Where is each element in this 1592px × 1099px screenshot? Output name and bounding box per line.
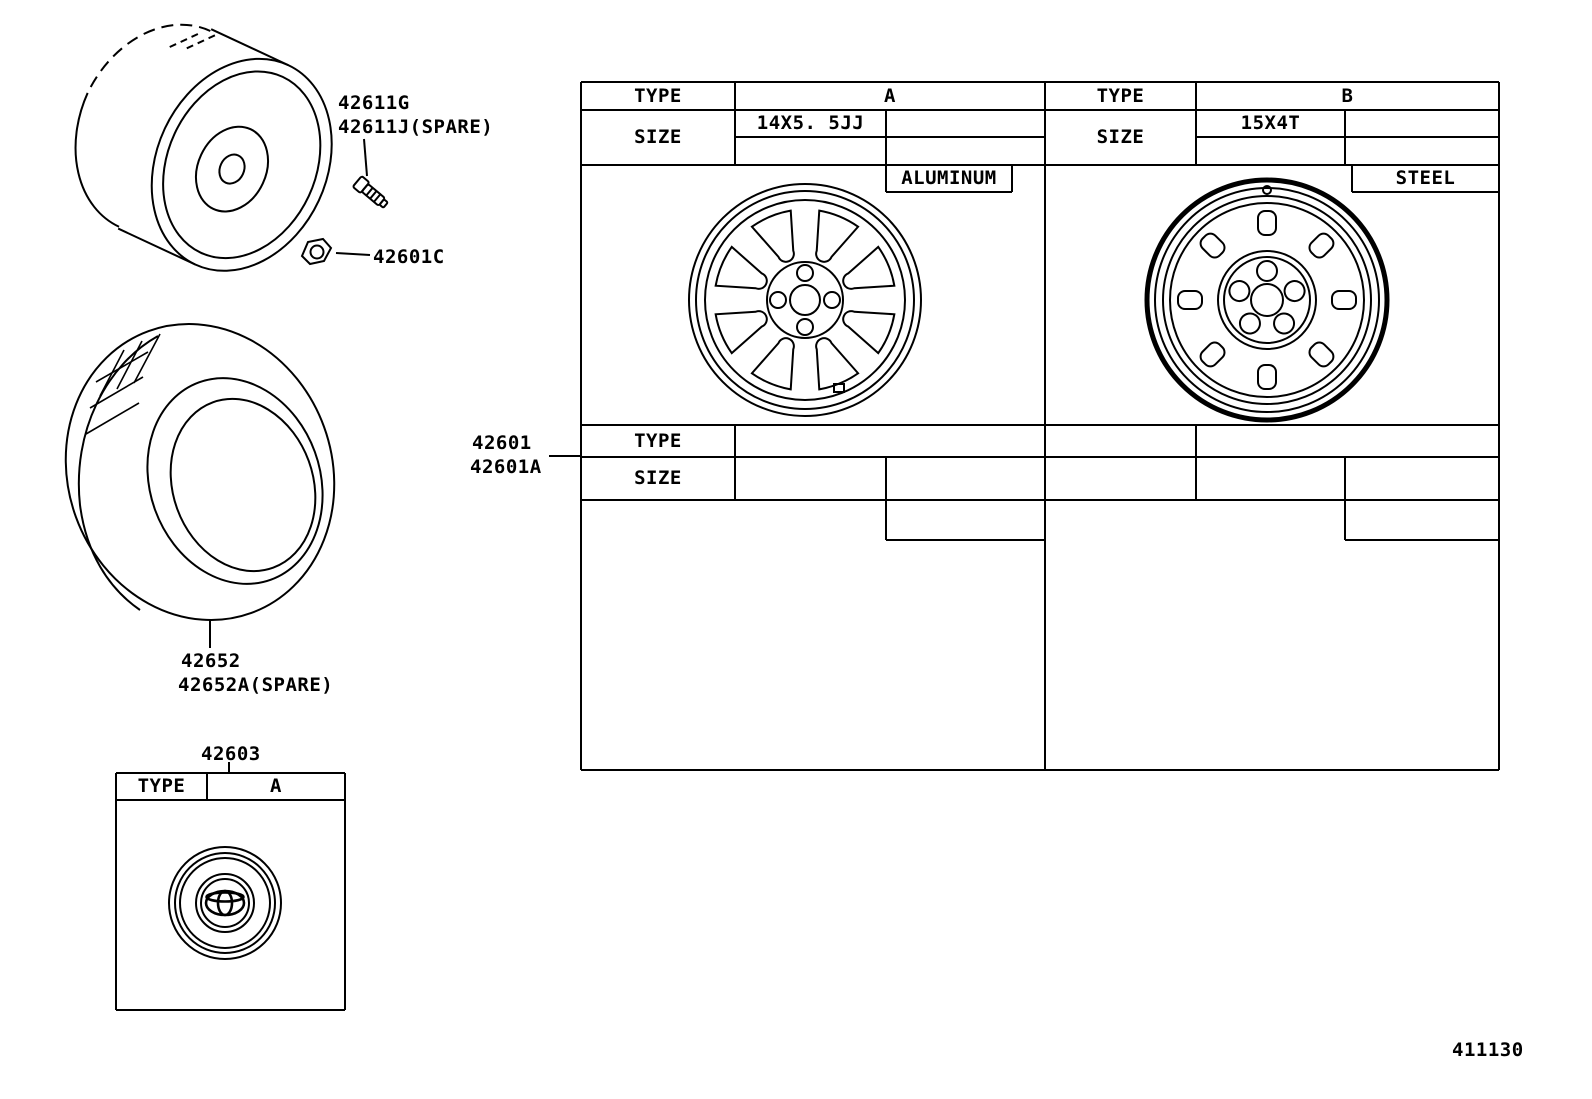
alloy-spoke-slots xyxy=(712,207,898,393)
steel-vent-holes xyxy=(1177,210,1357,390)
part-label-wheel-cap: 42603 xyxy=(201,743,261,765)
table-b-size-header: SIZE xyxy=(1096,126,1145,148)
table-lower-size-header: SIZE xyxy=(634,467,682,489)
toyota-logo-icon xyxy=(204,889,246,917)
table-b-type-value: B xyxy=(1341,84,1354,107)
wheel-nut-illustration xyxy=(300,237,333,266)
table-a-material: ALUMINUM xyxy=(901,167,997,189)
table-b-material: STEEL xyxy=(1395,167,1456,189)
doc-number: 411130 xyxy=(1452,1039,1524,1061)
part-label-tire: 42652 xyxy=(181,650,241,672)
rim-perspective-illustration xyxy=(74,23,333,272)
part-label-disc-wheel: 42601 xyxy=(472,432,532,454)
table-a-size-value: 14X5. 5JJ xyxy=(756,112,865,134)
cap-table-grid xyxy=(114,771,347,1012)
part-label-tire-spare: 42652A(SPARE) xyxy=(178,674,334,696)
cap-table-type-header: TYPE xyxy=(137,775,186,797)
table-lower-type-header: TYPE xyxy=(634,429,682,452)
table-b-size-value: 15X4T xyxy=(1240,112,1301,134)
part-label-disc-wheel-a: 42601A xyxy=(470,456,542,478)
aluminum-wheel-illustration xyxy=(688,183,922,417)
steel-wheel-illustration xyxy=(1144,177,1390,423)
table-a-size-header: SIZE xyxy=(634,126,682,148)
part-label-valve-stem-spare: 42611J(SPARE) xyxy=(338,116,494,138)
table-a-type-header: TYPE xyxy=(634,84,682,107)
part-label-valve-stem: 42611G xyxy=(338,92,410,114)
wheel-cap-illustration xyxy=(168,846,282,960)
cap-table-type-value: A xyxy=(270,775,282,797)
table-a-type-value: A xyxy=(884,84,896,107)
valve-stem-illustration xyxy=(352,175,389,209)
tire-illustration xyxy=(64,322,336,622)
main-table-grid xyxy=(579,80,1501,772)
table-b-type-header: TYPE xyxy=(1096,84,1145,107)
tire-tread-hatching xyxy=(85,333,161,435)
steel-lug-holes xyxy=(1225,260,1309,339)
leader-lines xyxy=(209,138,580,772)
part-label-wheel-nut: 42601C xyxy=(373,246,445,268)
